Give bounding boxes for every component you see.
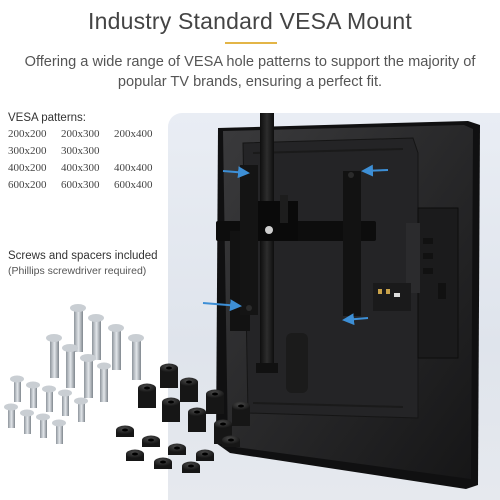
vesa-pattern: 400x200 [8, 162, 47, 174]
vesa-pattern: 300x200 [8, 145, 47, 157]
vesa-pattern: 300x300 [61, 145, 100, 157]
tv-mount-illustration [202, 113, 480, 489]
page-subtitle: Offering a wide range of VESA hole patte… [24, 54, 476, 90]
vesa-pattern: 200x400 [114, 128, 153, 140]
vesa-pattern: 600x300 [61, 179, 100, 191]
vesa-pattern: 400x300 [61, 162, 100, 174]
vesa-pattern: 600x400 [114, 179, 153, 191]
screws-heading: Screws and spacers included [8, 250, 158, 262]
screwdriver-note: (Phillips screwdriver required) [8, 265, 147, 277]
short-screws [4, 375, 88, 444]
vesa-pattern: 600x200 [8, 179, 47, 191]
vesa-pattern: 200x200 [8, 128, 47, 140]
vesa-patterns-grid: 200x200 200x300 200x400 300x200 300x300 … [8, 127, 168, 193]
tall-spacers [138, 363, 250, 444]
long-screws [46, 304, 144, 402]
short-spacers [116, 425, 240, 473]
title-accent-line [225, 42, 277, 44]
vesa-patterns-heading: VESA patterns: [8, 112, 86, 124]
vesa-hole-arrows [202, 164, 389, 326]
page-title: Industry Standard VESA Mount [88, 8, 412, 34]
screws-and-spacers-illustration [4, 304, 250, 473]
vesa-pattern [114, 144, 168, 159]
vesa-pattern: 400x400 [114, 162, 153, 174]
vesa-pattern: 200x300 [61, 128, 100, 140]
